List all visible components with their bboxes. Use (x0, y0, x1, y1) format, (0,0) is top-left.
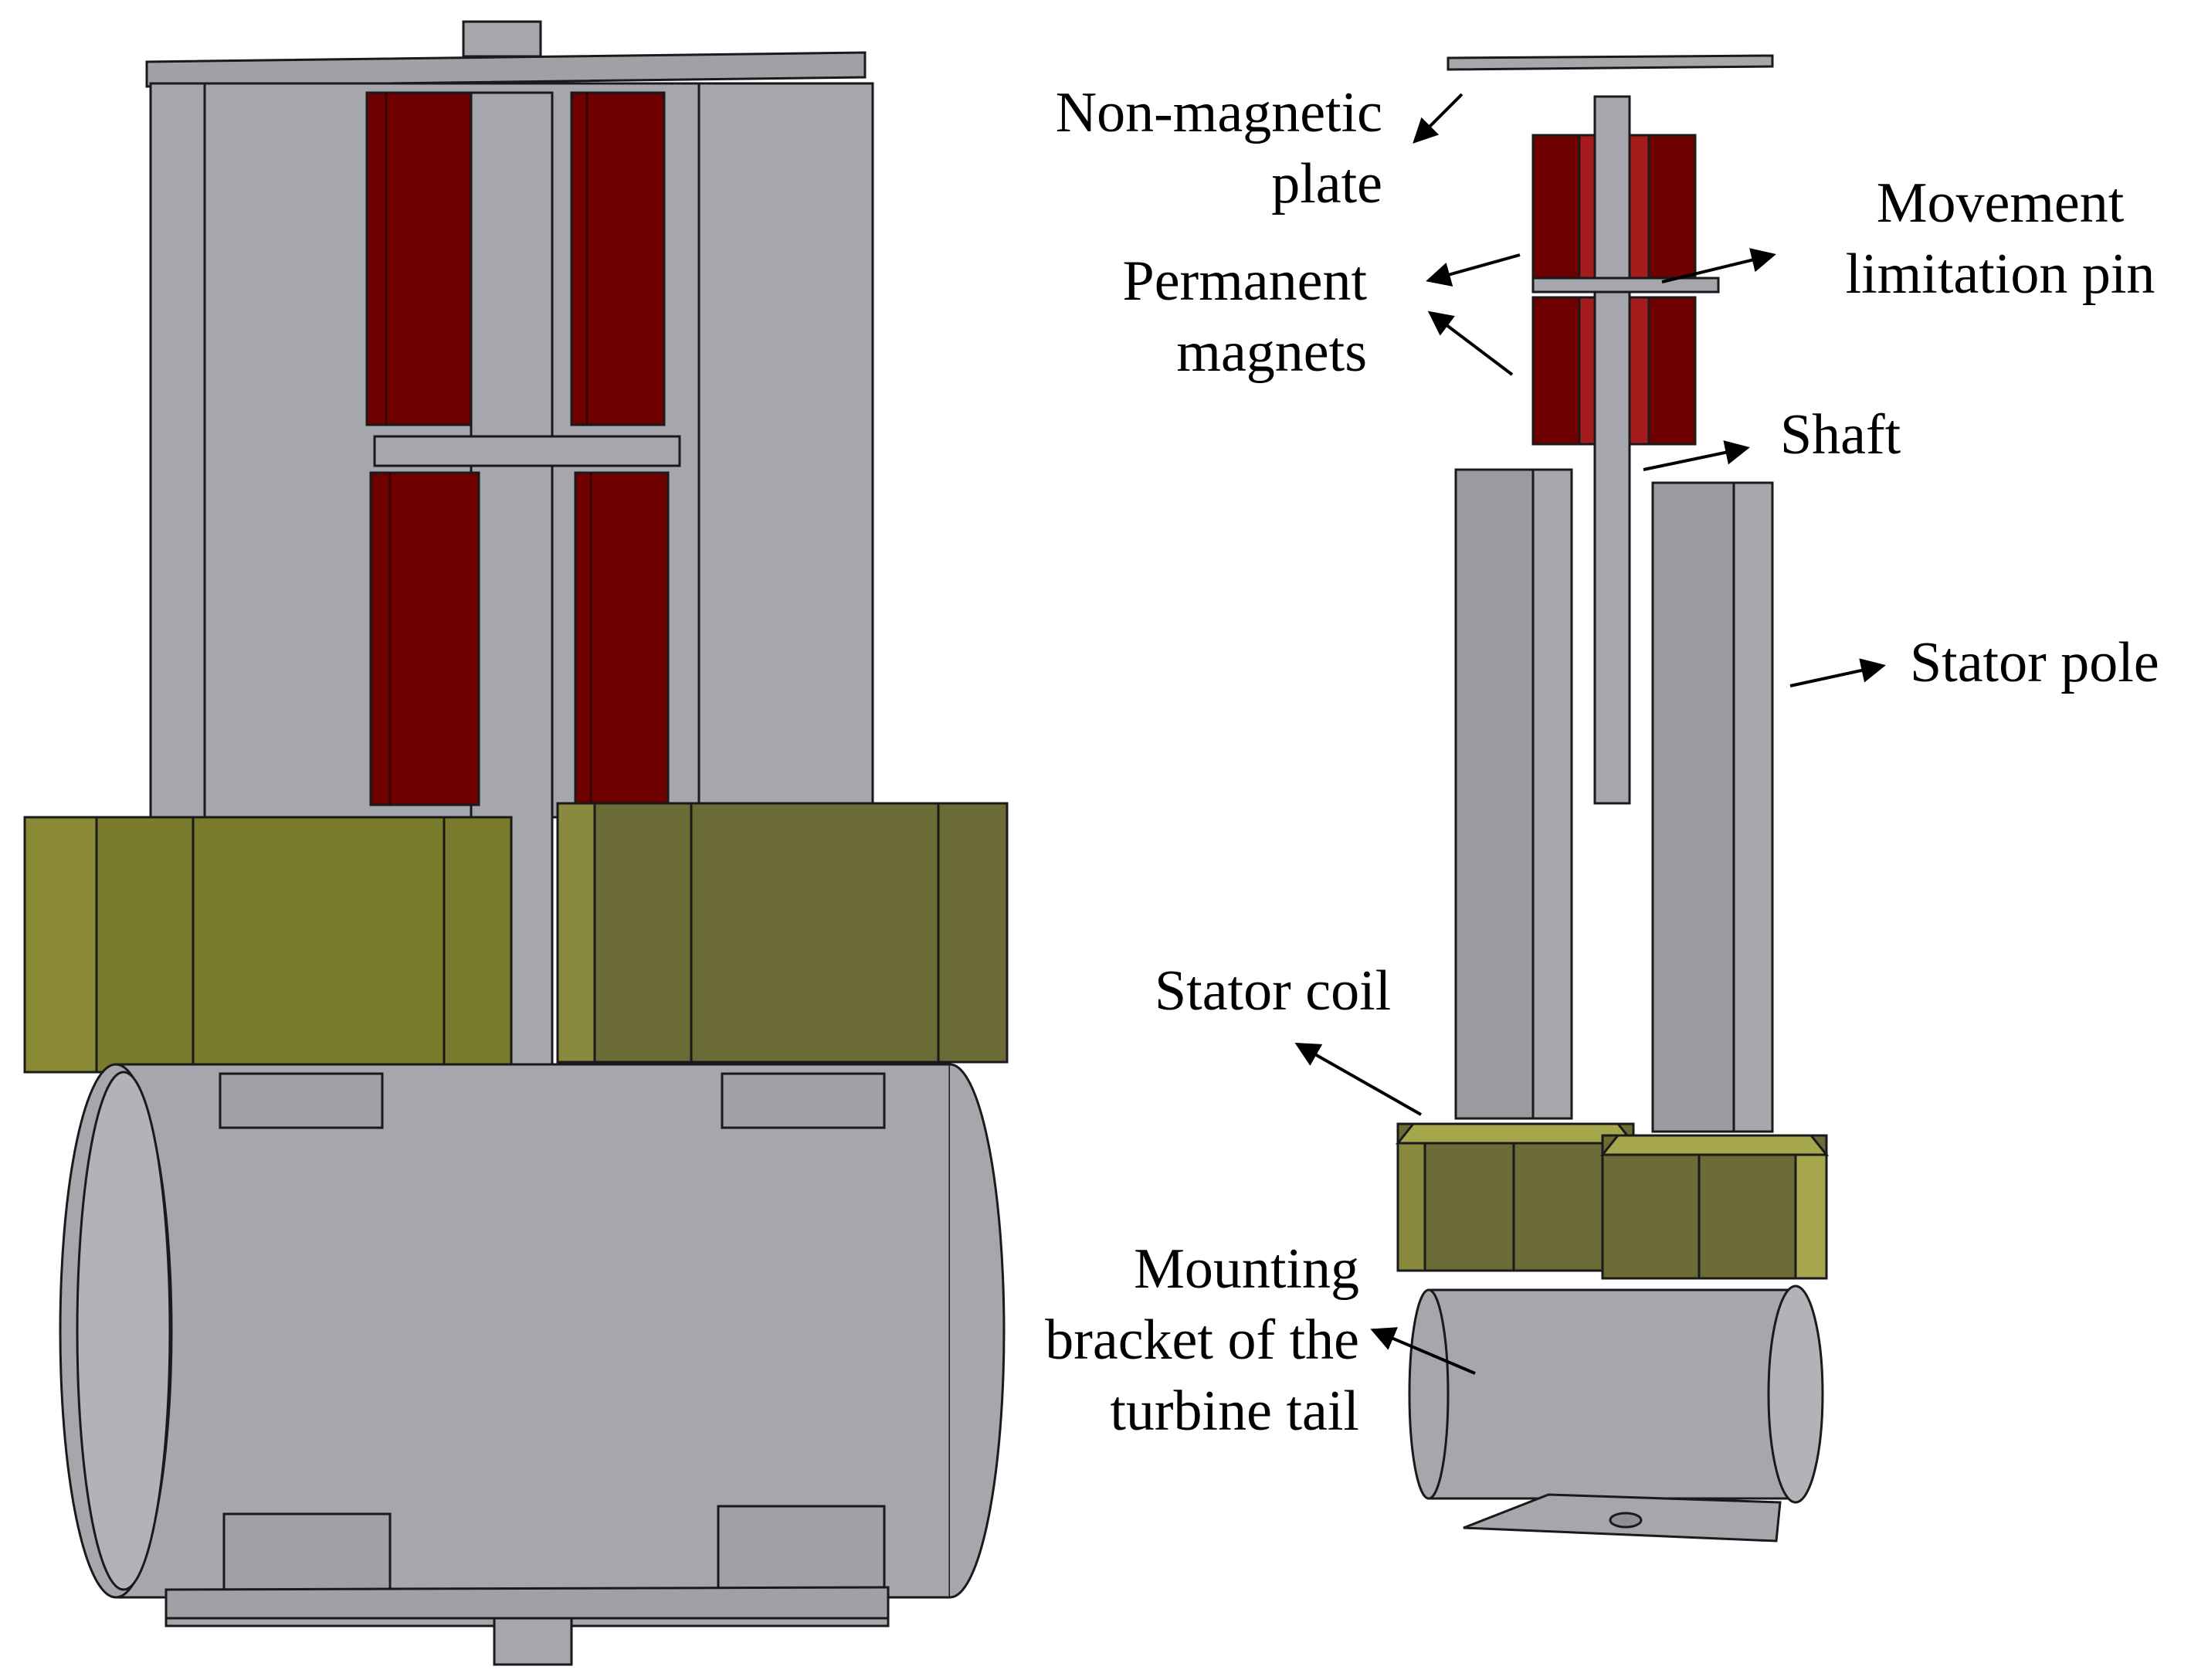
assembled-magnet-ur (570, 91, 666, 426)
label-permanent-magnets-line2: magnets (1176, 321, 1367, 384)
exploded-coil-left (1396, 1122, 1635, 1272)
assembled-magnet-ul (365, 91, 473, 426)
leader-arrows (1294, 93, 1886, 1375)
arrow-permanent-magnet-upper (1426, 253, 1521, 287)
arrow-stator-pole (1789, 658, 1886, 687)
exploded-coil-right (1601, 1134, 1828, 1280)
assembled-pin (373, 435, 681, 467)
label-movement-limitation-pin: Movement limitation pin (1830, 168, 2170, 310)
label-shaft-text: Shaft (1780, 403, 1901, 467)
arrow-stator-coil (1294, 1043, 1422, 1116)
assembled-magnet-ll (369, 471, 480, 806)
assembled-top-plate (145, 51, 867, 88)
exploded-non-magnetic-plate (1447, 54, 1774, 71)
assembled-view (23, 20, 1009, 1666)
label-shaft: Shaft (1780, 399, 1901, 470)
arrow-non-magnetic-plate (1413, 93, 1463, 144)
label-permanent-magnets-line1: Permanent (1122, 249, 1367, 313)
label-non-magnetic-plate-line2: plate (1271, 152, 1382, 216)
assembled-shaft-top (462, 20, 542, 58)
exploded-pin (1531, 277, 1720, 294)
label-movement-pin-line2: limitation pin (1845, 243, 2155, 306)
assembled-bottom-plate (164, 1586, 890, 1624)
arrow-permanent-magnet-lower (1427, 311, 1514, 376)
label-mounting-bracket: Mounting bracket of the turbine tail (958, 1234, 1359, 1447)
assembled-coil-left (23, 816, 513, 1074)
exploded-bracket-body (1427, 1288, 1797, 1500)
label-mounting-bracket-line1: Mounting (1134, 1237, 1359, 1301)
label-mounting-bracket-line3: turbine tail (1110, 1380, 1359, 1443)
label-non-magnetic-plate-line1: Non-magnetic (1055, 81, 1382, 144)
assembled-magnet-lr (574, 471, 670, 806)
arrow-mounting-bracket (1370, 1327, 1476, 1375)
exploded-shaft (1593, 95, 1631, 805)
exploded-view (1395, 54, 1830, 1543)
label-non-magnetic-plate: Non-magnetic plate (996, 77, 1382, 219)
label-stator-coil-text: Stator coil (1155, 959, 1392, 1023)
label-movement-pin-line1: Movement (1876, 171, 2125, 235)
label-mounting-bracket-line2: bracket of the (1045, 1308, 1359, 1372)
arrow-movement-pin (1661, 248, 1776, 283)
label-stator-pole-text: Stator pole (1910, 631, 2159, 694)
assembled-bracket-slot (219, 1072, 384, 1129)
label-permanent-magnets: Permanent magnets (1027, 246, 1367, 388)
assembled-shaft-bottom (493, 1617, 573, 1666)
label-stator-pole: Stator pole (1910, 627, 2159, 698)
assembled-coil-right (556, 802, 1009, 1064)
exploded-bracket-end (1767, 1285, 1824, 1504)
label-stator-coil: Stator coil (1155, 955, 1391, 1027)
arrow-shaft (1643, 440, 1750, 471)
